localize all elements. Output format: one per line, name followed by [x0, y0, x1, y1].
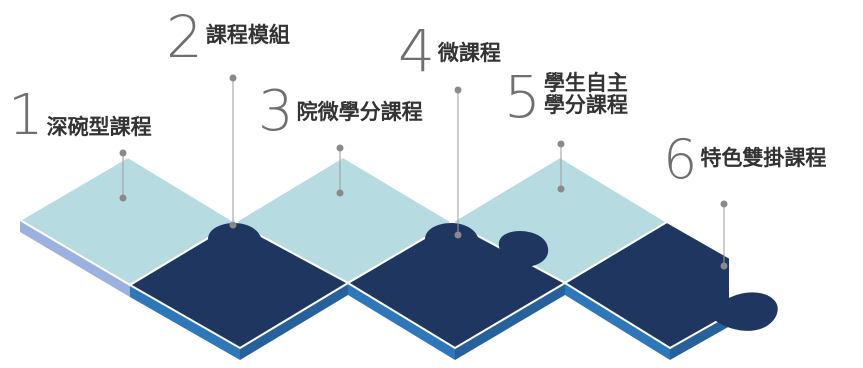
label-5: 5 學生自主 學分課程 [504, 62, 628, 131]
label-1-text: 深碗型課程 [46, 114, 152, 139]
label-6-number: 6 [663, 128, 698, 191]
dot-1-top [119, 149, 127, 157]
label-5-text-line1: 學生自主 [543, 71, 628, 95]
label-5-text-line2: 學分課程 [543, 93, 628, 118]
label-3: 3 院微學分課程 [258, 79, 423, 144]
piece-6-knob [712, 292, 778, 331]
piece-2-side-left [130, 285, 240, 360]
piece-6-top [563, 220, 731, 350]
label-1: 1 深碗型課程 [8, 83, 152, 148]
dot-5-top [557, 140, 565, 148]
label-3-text: 院微學分課程 [296, 99, 423, 124]
label-1-number: 1 [8, 83, 44, 148]
dot-3-top [336, 144, 344, 152]
piece-4-tab [498, 230, 549, 268]
piece-4-side-left [348, 283, 455, 360]
dot-2-top [229, 74, 237, 82]
label-5-text: 學生自主 學分課程 [544, 72, 628, 120]
piece-4-knob [425, 222, 480, 264]
dot-4-bottom [454, 231, 462, 239]
label-4-number: 4 [398, 17, 435, 85]
dot-6-bottom [720, 262, 728, 270]
piece-6-side-left [565, 283, 670, 360]
piece-6-side-right [670, 314, 730, 360]
piece-1-side-left [20, 220, 130, 297]
label-2-text: 課程模組 [205, 23, 290, 48]
label-2: 2 課程模組 [166, 3, 290, 71]
dot-6-top [720, 200, 728, 208]
piece-2-side-right [240, 283, 348, 360]
piece-2-knob [208, 222, 263, 264]
dot-4-top [454, 86, 462, 94]
label-6-text: 特色雙掛課程 [700, 146, 827, 171]
piece-4-side-right [455, 283, 565, 360]
label-6: 6 特色雙掛課程 [663, 128, 827, 191]
label-4: 4 微課程 [398, 17, 501, 85]
dot-3-bottom [336, 189, 344, 197]
dot-1-bottom [119, 194, 127, 202]
dot-5-bottom [557, 185, 565, 193]
label-5-number: 5 [504, 62, 541, 131]
label-3-number: 3 [258, 79, 294, 144]
dot-2-bottom [229, 221, 237, 229]
label-2-number: 2 [166, 3, 203, 71]
label-4-text: 微課程 [437, 41, 501, 66]
